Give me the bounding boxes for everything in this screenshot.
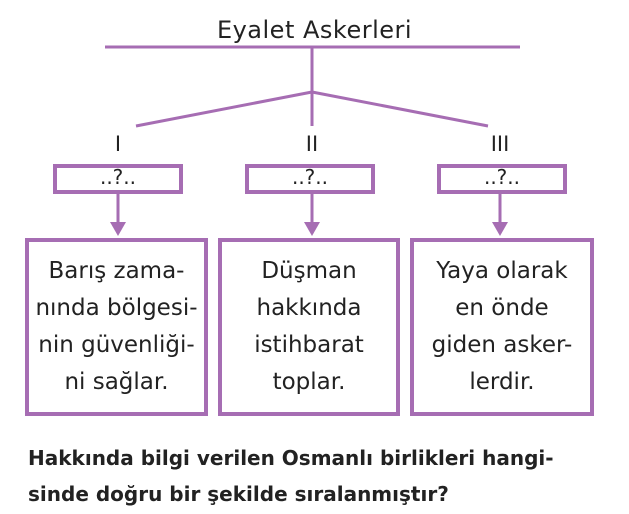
description-box-1: Barış zama- nında bölgesi- nin güvenliği…	[25, 238, 208, 416]
arrow-head-1	[110, 222, 126, 236]
description-box-3: Yaya olarak en önde giden asker- lerdir.	[410, 238, 594, 416]
arrow-head-3	[492, 222, 508, 236]
branch-line-right	[311, 90, 489, 128]
question-box-3-text: ..?..	[483, 165, 521, 189]
roman-numeral-1: I	[114, 132, 122, 156]
description-box-2: Düşman hakkında istihbarat toplar.	[218, 238, 400, 416]
description-3-text: Yaya olarak en önde giden asker- lerdir.	[431, 258, 573, 395]
branch-line-left	[135, 90, 313, 128]
question-box-3: ..?..	[437, 164, 567, 194]
question-box-1: ..?..	[53, 164, 183, 194]
description-2-text: Düşman hakkında istihbarat toplar.	[254, 258, 364, 395]
roman-numeral-2: II	[305, 132, 319, 156]
question-box-2: ..?..	[245, 164, 375, 194]
arrow-head-2	[304, 222, 320, 236]
diagram-title: Eyalet Askerleri	[216, 16, 413, 44]
roman-numeral-3: III	[490, 132, 510, 156]
question-text: Hakkında bilgi verilen Osmanlı birlikler…	[28, 446, 554, 506]
question-box-2-text: ..?..	[291, 165, 329, 189]
question-box-1-text: ..?..	[99, 165, 137, 189]
description-1-text: Barış zama- nında bölgesi- nin güvenliği…	[35, 258, 198, 395]
